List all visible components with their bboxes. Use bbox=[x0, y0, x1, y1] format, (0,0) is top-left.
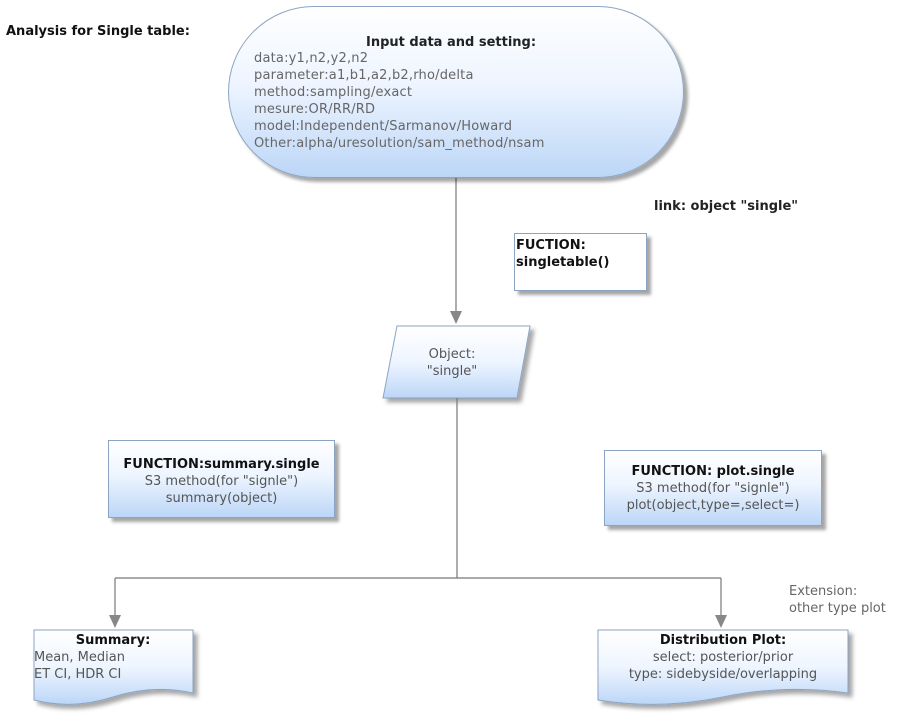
distribution-document-shape bbox=[597, 629, 849, 705]
singletable-function-name: singletable() bbox=[516, 255, 610, 270]
arrowhead-summary bbox=[109, 615, 121, 628]
input-title: Input data and setting: bbox=[366, 35, 537, 50]
input-line-other: Other:alpha/uresolution/sam_method/nsam bbox=[254, 136, 545, 151]
input-line-parameter: parameter:a1,b1,a2,b2,rho/delta bbox=[254, 68, 474, 83]
object-label: Object: "single" bbox=[404, 346, 500, 380]
summary-function-line-1: S3 method(for "signle") bbox=[144, 474, 299, 489]
distribution-output-line-1: select: posterior/prior bbox=[652, 650, 794, 665]
plot-function-line-2: plot(object,type=,select=) bbox=[626, 498, 800, 513]
arrowhead-dist bbox=[715, 615, 727, 628]
summary-function-box: FUNCTION:summary.single S3 method(for "s… bbox=[108, 440, 335, 518]
input-line-model: model:Independent/Sarmanov/Howard bbox=[254, 119, 513, 134]
input-line-data: data:y1,n2,y2,n2 bbox=[254, 51, 369, 66]
input-line-method: method:sampling/exact bbox=[254, 85, 413, 100]
plot-function-line-1: S3 method(for "signle") bbox=[636, 481, 790, 496]
summary-output-line-1: Mean, Median bbox=[34, 650, 125, 665]
summary-function-title: FUNCTION:summary.single bbox=[123, 457, 320, 472]
distribution-output-title: Distribution Plot: bbox=[659, 633, 787, 648]
summary-function-line-2: summary(object) bbox=[165, 491, 278, 506]
object-line-1: Object: bbox=[428, 347, 476, 362]
object-parallelogram bbox=[382, 325, 531, 399]
input-data-terminal: Input data and setting: data:y1,n2,y2,n2… bbox=[228, 6, 684, 178]
singletable-function-label: FUCTION: bbox=[516, 238, 586, 253]
distribution-output-line-2: type: sidebyside/overlapping bbox=[628, 667, 818, 682]
distribution-output-text: Distribution Plot: select: posterior/pri… bbox=[598, 632, 848, 683]
page-heading: Analysis for Single table: bbox=[6, 24, 190, 39]
singletable-function-box: FUCTION: singletable() bbox=[514, 233, 647, 291]
summary-output-line-2: ET CI, HDR CI bbox=[34, 667, 122, 682]
extension-note: Extension: other type plot bbox=[789, 583, 886, 617]
extension-line-1: Extension: bbox=[789, 584, 858, 599]
link-label: link: object "single" bbox=[654, 199, 799, 214]
summary-output-text: Summary: Mean, Median ET CI, HDR CI bbox=[34, 632, 192, 683]
object-line-2: "single" bbox=[426, 364, 478, 379]
summary-output-title: Summary: bbox=[75, 633, 151, 648]
extension-line-2: other type plot bbox=[789, 601, 886, 616]
summary-document-shape bbox=[33, 629, 194, 705]
input-line-measure: mesure:OR/RR/RD bbox=[254, 102, 376, 117]
plot-function-box: FUNCTION: plot.single S3 method(for "sig… bbox=[604, 450, 822, 526]
plot-function-title: FUNCTION: plot.single bbox=[631, 464, 795, 479]
arrowhead-object bbox=[450, 311, 462, 324]
